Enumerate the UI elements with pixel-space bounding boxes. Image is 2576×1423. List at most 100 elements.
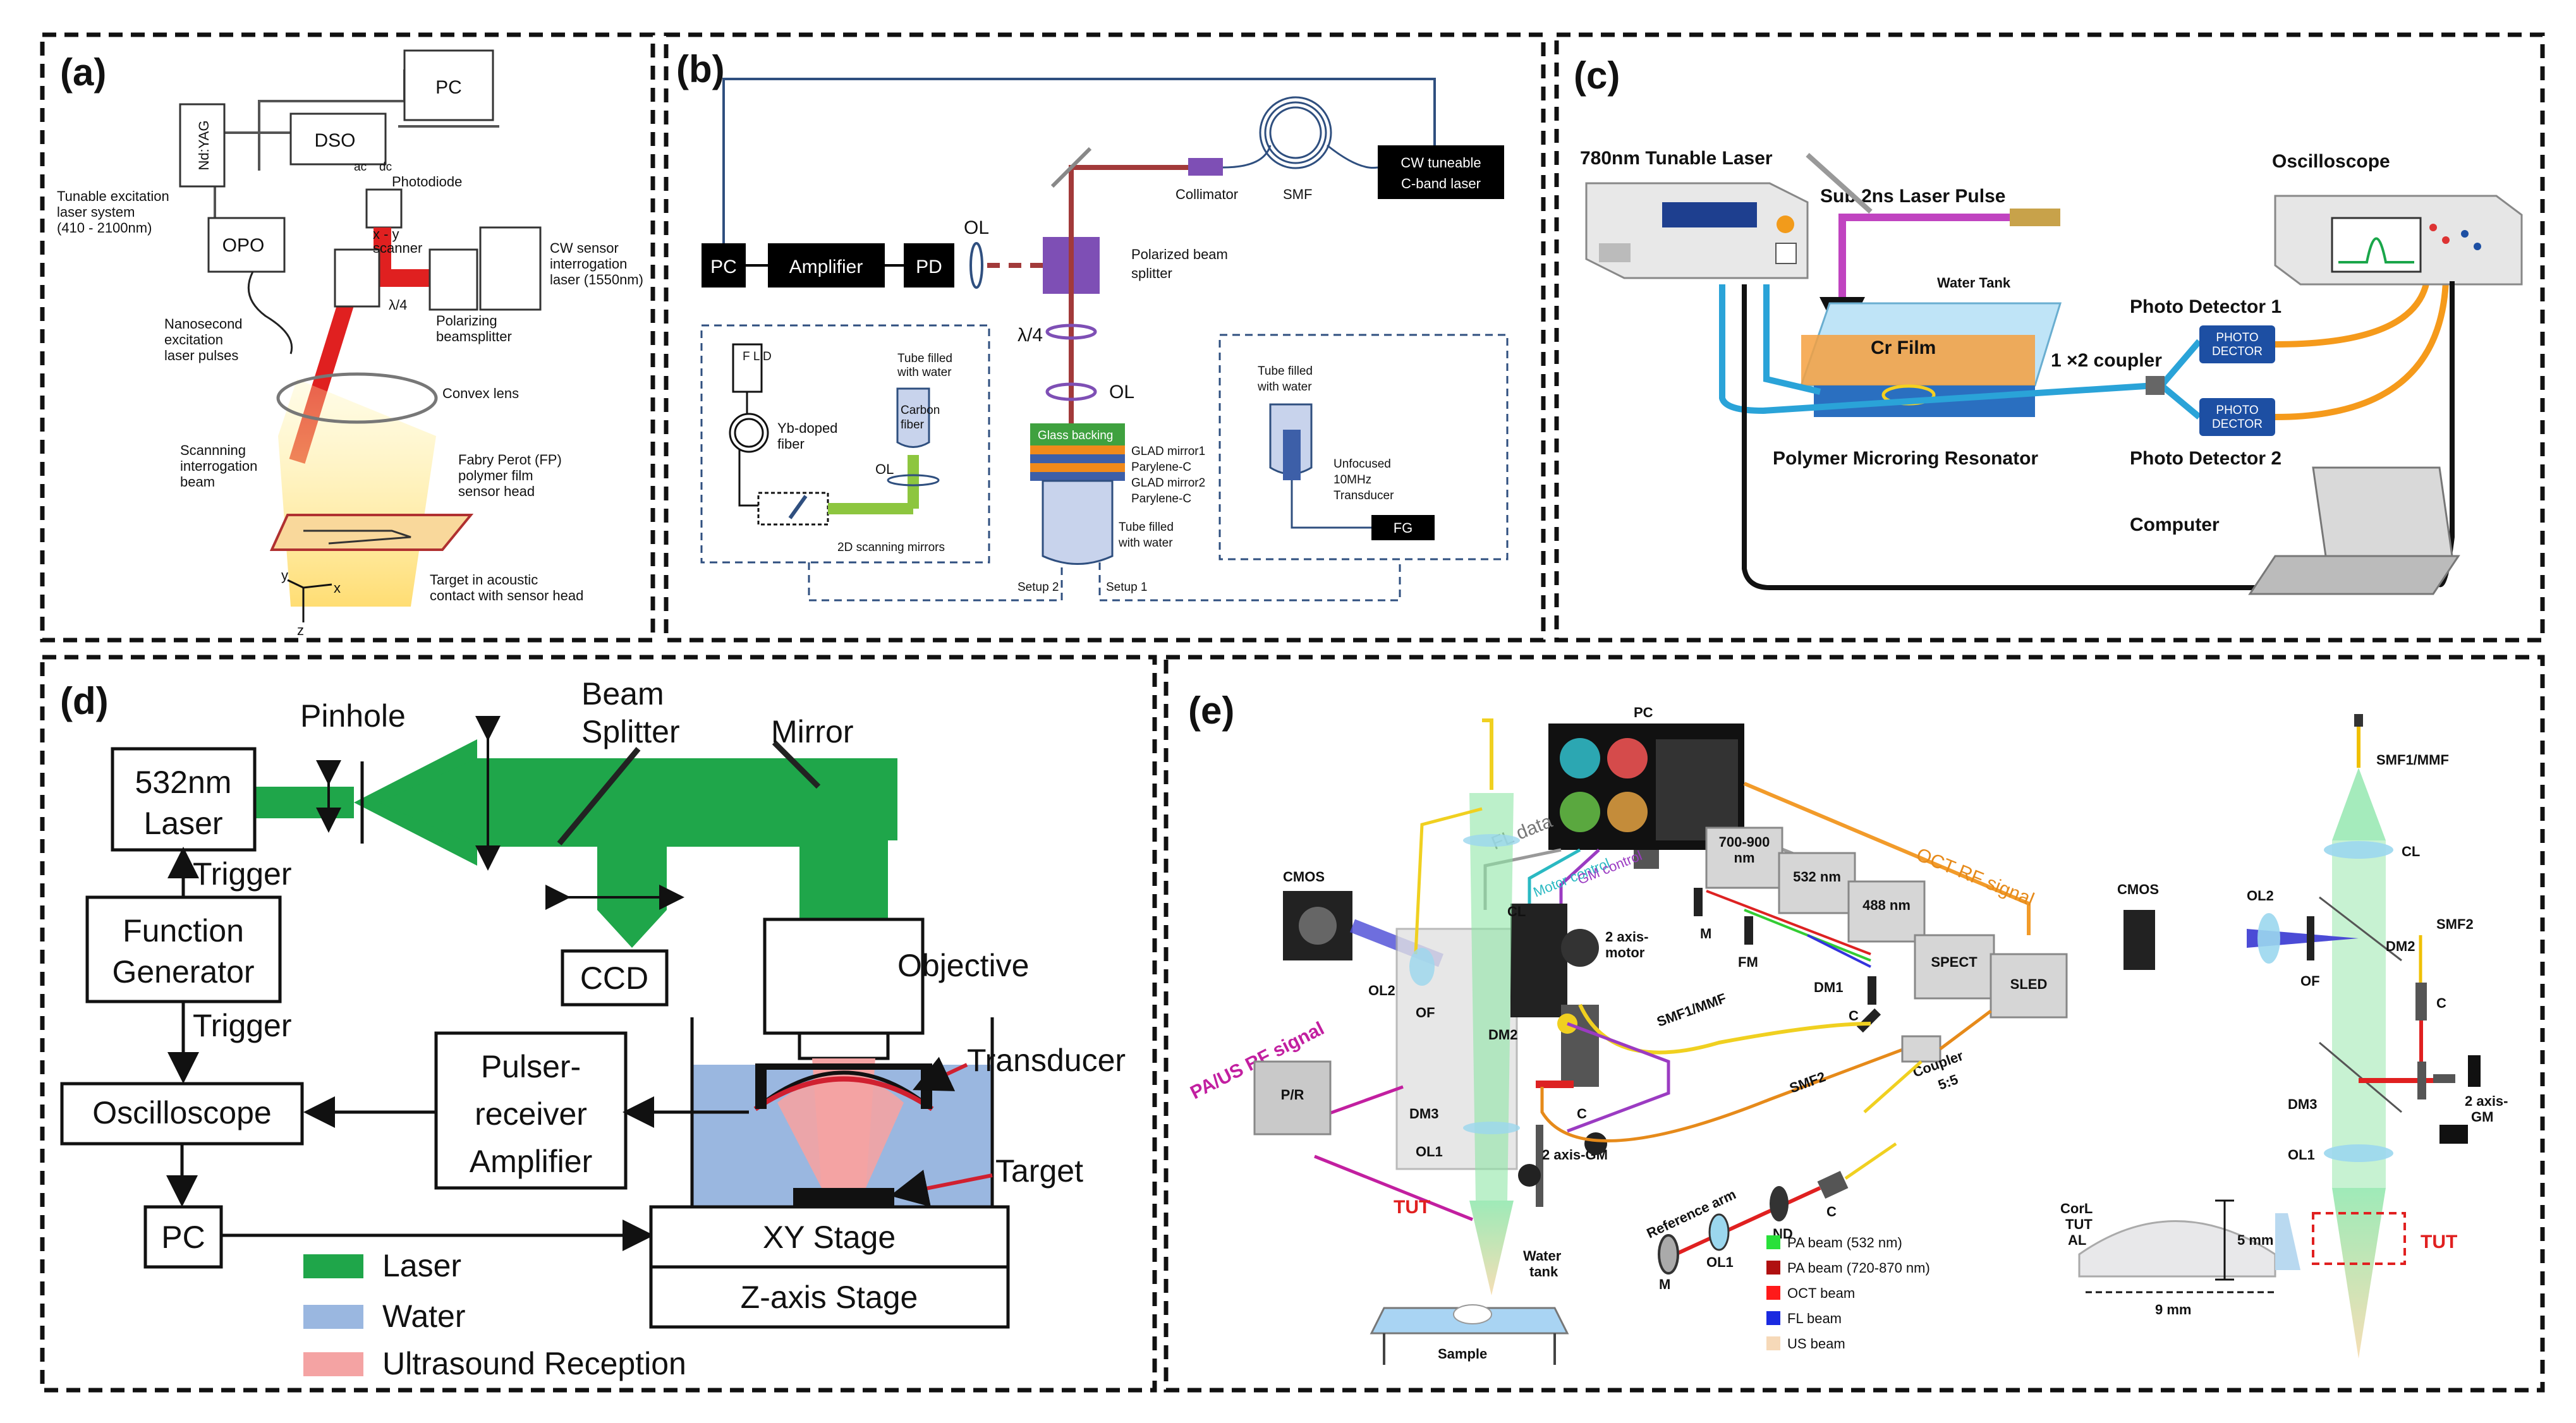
- pc-box-d: PC: [143, 1205, 223, 1269]
- r-dm2-label: DM2: [2386, 938, 2415, 954]
- laser-beam-d: [256, 739, 897, 948]
- ns-label3: laser pulses: [164, 348, 238, 363]
- tut-label-e: TUT: [1394, 1197, 1430, 1218]
- pd1-label: Photo Detector 1: [2130, 296, 2281, 317]
- legend-e: PA beam (532 nm) PA beam (720-870 nm) OC…: [1766, 1235, 1930, 1352]
- legend-water: Water: [382, 1299, 466, 1334]
- oscilloscope-box-d: Oscilloscope: [60, 1082, 304, 1146]
- laser-488: 488 nm: [1847, 880, 1926, 943]
- fld-box: [732, 343, 763, 393]
- lambda4-label-a: λ/4: [389, 297, 407, 313]
- panel-c-label: (c): [1574, 54, 1620, 97]
- ns-label2: excitation: [164, 332, 223, 348]
- pd1-badge2: DECTOR: [2212, 345, 2263, 358]
- tube-label-b2: with water: [1118, 536, 1173, 550]
- pary1-label: Parylene-C: [1131, 461, 1191, 474]
- cl-label-e: CL: [1507, 904, 1526, 919]
- cw-label: CW sensor: [550, 240, 619, 256]
- computer-label: Computer: [2130, 514, 2220, 535]
- mirror-label-d: Mirror: [771, 714, 854, 749]
- transducer-label-d: Transducer: [967, 1043, 1126, 1078]
- r-dm3-label: DM3: [2288, 1096, 2317, 1112]
- mirror-m: [1694, 888, 1703, 916]
- fp-sensor-head: [269, 514, 474, 551]
- panel-b-label: (b): [676, 48, 725, 90]
- panel-e-label: (e): [1188, 689, 1234, 732]
- cw-laser-b: CW tuneable C-band laser: [1378, 145, 1504, 199]
- ol1-label-e: OL1: [1416, 1144, 1443, 1160]
- laser-700-900: 700-900 nm: [1705, 827, 1783, 889]
- r-9mm-label: 9 mm: [2155, 1302, 2191, 1317]
- red-beam-b: [1069, 165, 1188, 455]
- photodiode-box: [365, 188, 403, 229]
- panel-e: (e) PC FL data Motor control GM control …: [1163, 655, 2545, 1393]
- beam-column: [1469, 793, 1514, 1201]
- mirror-c: [1806, 153, 1873, 214]
- signal-cable-1: [2275, 280, 2430, 348]
- photodiode-label: Photodiode: [392, 174, 462, 190]
- setup2-link: [808, 562, 1063, 602]
- c-label-e2: C: [1577, 1106, 1587, 1122]
- pc-label-b: PC: [710, 257, 737, 277]
- ccd-label: CCD: [580, 960, 648, 996]
- unf-label2: 10MHz: [1334, 473, 1371, 487]
- yb-label2: fiber: [777, 436, 805, 452]
- lens-label: Convex lens: [442, 385, 519, 401]
- smf-label: SMF: [1283, 186, 1312, 202]
- legend-e1: PA beam (532 nm): [1787, 1235, 1902, 1250]
- tunable-label2: laser system: [57, 204, 135, 220]
- scanner-box: [334, 248, 380, 308]
- setup2-box: [700, 324, 990, 564]
- objective-d: [763, 917, 925, 1060]
- r-cmos-label: CMOS: [2117, 881, 2159, 897]
- pbs-label: Polarizing: [436, 313, 497, 329]
- fp-label3: sensor head: [458, 483, 535, 499]
- c-label-e3: C: [1826, 1204, 1837, 1220]
- axis-z-label: z: [297, 622, 304, 638]
- legend-laser-swatch: [303, 1254, 363, 1278]
- motor2-label: 2 axis-: [1605, 929, 1649, 945]
- dc-label: dc: [379, 160, 392, 174]
- panel-d-frame: [40, 655, 1157, 1393]
- coupler-label-e2: 5:5: [1936, 1071, 1960, 1093]
- pd-box-b: PD: [904, 243, 954, 288]
- water-tank-e: [1370, 1304, 1569, 1365]
- tank-label-e: Water: [1523, 1248, 1562, 1264]
- scan-mirror-housing: [757, 492, 829, 526]
- panel-c-frame: [1554, 32, 2545, 643]
- opo-box: OPO: [207, 217, 286, 273]
- r-cl-label: CL: [2402, 844, 2420, 859]
- pulser-label: Pulser-: [481, 1049, 581, 1084]
- r-smf2-label: SMF2: [2436, 916, 2474, 932]
- bs-label: Beam: [581, 676, 664, 712]
- w3-label: 488 nm: [1862, 897, 1911, 913]
- unf-label: Unfocused: [1334, 457, 1391, 471]
- setup1-link: [1098, 559, 1401, 602]
- carbon-label2: fiber: [901, 418, 925, 432]
- osc-label-c: Oscilloscope: [2272, 151, 2390, 172]
- panel-e-frame: [1163, 655, 2545, 1393]
- signal-cable-2: [2275, 281, 2449, 420]
- computer-cable-1: [1742, 284, 2332, 590]
- trigger1-label: Trigger: [193, 856, 292, 892]
- laser-box-d: 532nm Laser: [111, 747, 257, 852]
- legend-e4: FL beam: [1787, 1311, 1842, 1326]
- scan-label3: beam: [180, 474, 215, 490]
- pd1-badge: PHOTO: [2216, 331, 2258, 344]
- pbs-label-b2: splitter: [1131, 265, 1172, 281]
- bs-label2: Splitter: [581, 714, 680, 749]
- fg-label-b: FG: [1394, 520, 1413, 536]
- panel-d: (d) Beam Splitter Mirror Pinhole 532n: [40, 655, 1157, 1393]
- motor2b-label: motor: [1605, 945, 1645, 960]
- mirror-d: [772, 740, 821, 789]
- r-gm2-label: GM: [2471, 1109, 2493, 1125]
- laser-532: 532 nm: [1778, 852, 1856, 914]
- panel-b: (b) PC Amplifier PD OL Polarized beam sp…: [664, 32, 1546, 643]
- target-label-a2: contact with sensor head: [430, 588, 583, 603]
- legend-us: Ultrasound Reception: [382, 1346, 686, 1381]
- laser-title-c: 780nm Tunable Laser: [1580, 148, 1773, 169]
- cable-b: [722, 78, 1436, 243]
- pinhole-label: Pinhole: [300, 698, 406, 734]
- objective-label: Objective: [897, 948, 1029, 983]
- ol-label-b3: OL: [875, 461, 894, 477]
